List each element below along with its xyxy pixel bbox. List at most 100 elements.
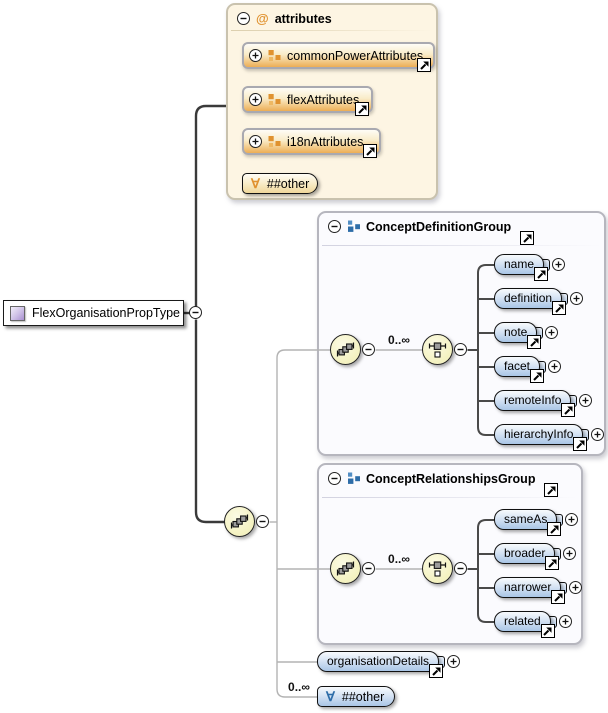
- group-header: ConceptDefinitionGroup: [319, 213, 604, 245]
- occurrence-label: 0..∞: [388, 552, 410, 566]
- element-node-sameAs[interactable]: sameAs: [494, 509, 579, 536]
- element-label: related: [494, 611, 551, 632]
- element-label: facet: [494, 356, 541, 377]
- element-node-remoteInfo[interactable]: remoteInfo: [494, 390, 593, 417]
- element-node-definition[interactable]: definition: [494, 288, 584, 315]
- goto-definition-icon[interactable]: [520, 231, 535, 245]
- expand-icon[interactable]: [249, 135, 262, 148]
- attribute-group-label: i18nAttributes: [287, 134, 364, 149]
- header-separator: [322, 497, 578, 498]
- root-complextype-node[interactable]: FlexOrganisationPropType: [3, 300, 184, 326]
- element-node-related[interactable]: related: [494, 611, 572, 638]
- collapse-sequence-icon[interactable]: [362, 343, 375, 356]
- expand-icon[interactable]: [447, 655, 461, 668]
- goto-definition-icon[interactable]: [355, 102, 369, 116]
- goto-definition-icon[interactable]: [527, 335, 542, 349]
- expand-icon[interactable]: [565, 513, 579, 526]
- wildcard-forall-icon: ∀: [326, 689, 335, 704]
- expand-icon[interactable]: [570, 292, 584, 305]
- collapse-group-icon[interactable]: [328, 472, 341, 485]
- element-label: definition: [494, 288, 563, 309]
- attribute-group-flexAttributes[interactable]: flexAttributes: [242, 86, 373, 116]
- wildcard-label: ##other: [266, 176, 310, 191]
- goto-definition-icon[interactable]: [573, 437, 588, 451]
- collapse-group-icon[interactable]: [328, 220, 341, 233]
- concept-definition-group-panel: ConceptDefinitionGroup: [317, 211, 606, 456]
- occurrence-label: 0..∞: [388, 333, 410, 347]
- expand-icon[interactable]: [558, 615, 572, 628]
- element-node-narrower[interactable]: narrower: [494, 577, 583, 604]
- expand-icon[interactable]: [249, 49, 262, 62]
- collapse-sequence-icon[interactable]: [256, 515, 269, 528]
- header-separator: [231, 30, 433, 31]
- element-node-name[interactable]: name: [494, 254, 566, 281]
- element-label: name: [494, 254, 545, 275]
- occurrence-label: 0..∞: [288, 680, 310, 694]
- collapse-attributes-icon[interactable]: [237, 12, 250, 25]
- complextype-icon: [10, 305, 25, 321]
- group-title: ConceptRelationshipsGroup: [366, 472, 536, 486]
- wildcard-label: ##other: [341, 689, 385, 704]
- expand-icon[interactable]: [569, 581, 583, 594]
- element-label: organisationDetails: [317, 651, 440, 672]
- element-label: hierarchyInfo: [494, 424, 584, 445]
- attribute-group-label: commonPowerAttributes: [287, 48, 424, 63]
- goto-definition-icon[interactable]: [561, 403, 576, 417]
- element-label: sameAs: [494, 509, 558, 530]
- sequence-compositor-main[interactable]: [224, 506, 255, 537]
- element-node-organisationDetails[interactable]: organisationDetails: [317, 651, 461, 678]
- goto-definition-icon[interactable]: [552, 301, 567, 315]
- goto-definition-icon[interactable]: [547, 522, 562, 536]
- goto-definition-icon[interactable]: [534, 267, 549, 281]
- attribute-group-icon: [268, 135, 281, 148]
- attribute-group-icon: [268, 93, 281, 106]
- goto-definition-icon[interactable]: [551, 590, 566, 604]
- root-type-label: FlexOrganisationPropType: [32, 306, 180, 320]
- expand-icon[interactable]: [545, 326, 559, 339]
- collapse-choice-icon[interactable]: [454, 343, 467, 356]
- goto-definition-icon[interactable]: [544, 483, 559, 497]
- attributes-panel-title: attributes: [274, 12, 332, 26]
- element-label: narrower: [494, 577, 562, 598]
- attribute-group-icon: [268, 49, 281, 62]
- goto-definition-icon[interactable]: [545, 556, 560, 570]
- sequence-compositor-crg[interactable]: [330, 553, 361, 584]
- expand-icon[interactable]: [591, 428, 605, 441]
- element-wildcard-any[interactable]: ∀ ##other: [317, 686, 395, 707]
- element-node-facet[interactable]: facet: [494, 356, 562, 383]
- attribute-wildcard-any[interactable]: ∀ ##other: [242, 173, 318, 194]
- element-node-broader[interactable]: broader: [494, 543, 577, 570]
- attribute-at-icon: @: [256, 11, 269, 26]
- expand-icon[interactable]: [563, 547, 577, 560]
- goto-definition-icon[interactable]: [540, 624, 555, 638]
- expand-icon[interactable]: [249, 93, 262, 106]
- collapse-root-icon[interactable]: [189, 306, 202, 319]
- attribute-group-commonPowerAttributes[interactable]: commonPowerAttributes: [242, 42, 435, 72]
- goto-definition-icon[interactable]: [363, 144, 377, 158]
- model-group-icon: [347, 472, 360, 485]
- header-separator: [322, 245, 601, 246]
- attribute-group-label: flexAttributes: [287, 92, 360, 107]
- element-label: note: [494, 322, 538, 343]
- element-label: remoteInfo: [494, 390, 572, 411]
- attributes-panel-header: @ attributes: [228, 5, 436, 26]
- collapse-choice-icon[interactable]: [454, 562, 467, 575]
- expand-icon[interactable]: [552, 258, 566, 271]
- group-header: ConceptRelationshipsGroup: [319, 465, 581, 497]
- sequence-compositor-cdg[interactable]: [330, 334, 361, 365]
- expand-icon[interactable]: [579, 394, 593, 407]
- goto-definition-icon[interactable]: [530, 369, 545, 383]
- model-group-icon: [347, 220, 360, 233]
- collapse-sequence-icon[interactable]: [362, 562, 375, 575]
- choice-compositor-crg[interactable]: [422, 553, 453, 584]
- element-node-hierarchyInfo[interactable]: hierarchyInfo: [494, 424, 605, 451]
- attributes-panel: @ attributes commonPowerAttributes: [226, 3, 438, 200]
- element-node-note[interactable]: note: [494, 322, 559, 349]
- attribute-group-i18nAttributes[interactable]: i18nAttributes: [242, 128, 381, 158]
- goto-definition-icon[interactable]: [429, 664, 444, 678]
- choice-compositor-cdg[interactable]: [422, 334, 453, 365]
- goto-definition-icon[interactable]: [417, 58, 431, 72]
- element-label: broader: [494, 543, 556, 564]
- expand-icon[interactable]: [548, 360, 562, 373]
